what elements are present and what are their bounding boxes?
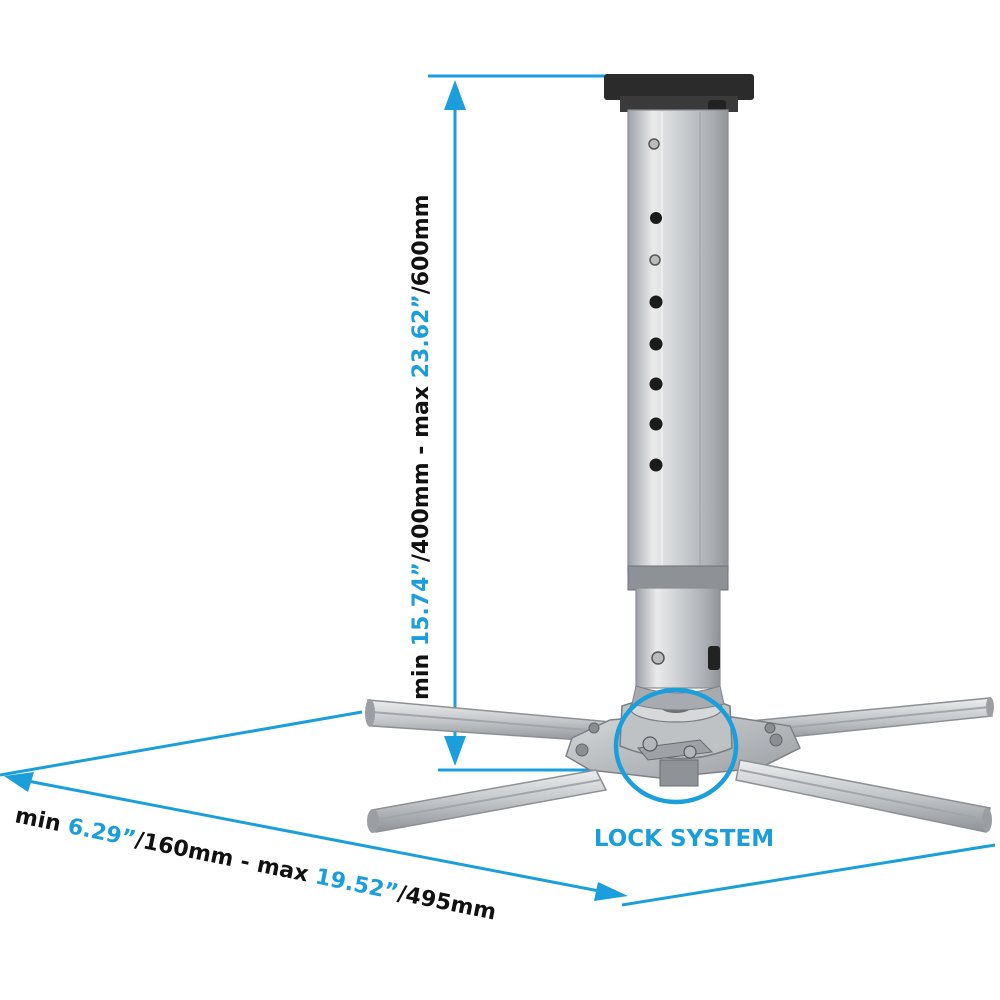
telescopic-pole: [604, 74, 754, 711]
pole-collar: [627, 565, 729, 591]
width-left-edge: [0, 710, 363, 777]
arm-front-left: [367, 769, 608, 833]
height-arrow-head-bottom: [444, 736, 466, 766]
height-arrow-head-top: [444, 80, 466, 110]
height-min-inch: 15.74”: [409, 562, 434, 646]
lock-system-highlight-circle: [613, 687, 739, 805]
height-min-mm: /400mm - max: [409, 378, 434, 562]
upper-tube: [627, 109, 729, 573]
width-arrow-line: [11, 776, 621, 897]
width-right-edge: [621, 843, 996, 907]
lower-tube: [635, 587, 721, 689]
height-max-inch: 23.62”: [409, 294, 434, 378]
width-min-inch: 6.29”: [66, 814, 138, 852]
height-guide: [428, 74, 612, 772]
width-guide: [0, 710, 996, 907]
height-dimension-label: min 15.74”/400mm - max 23.62”/600mm: [409, 194, 434, 700]
ceiling-plate: [604, 74, 754, 100]
width-min-mm: /160mm - max: [133, 828, 318, 889]
width-arrow-head-right: [594, 882, 628, 901]
width-arrow-head-left: [4, 772, 34, 792]
width-min-word: min: [13, 803, 71, 838]
lock-system-label: LOCK SYSTEM: [594, 826, 774, 852]
height-max-mm: /600mm: [409, 194, 434, 294]
adjustment-holes: [648, 138, 663, 472]
arm-back-left: [365, 699, 613, 743]
arm-front-right: [735, 759, 992, 833]
width-max-inch: 19.52”: [313, 864, 400, 905]
width-max-mm: /495mm: [395, 881, 498, 925]
height-min-word: min: [409, 646, 434, 700]
